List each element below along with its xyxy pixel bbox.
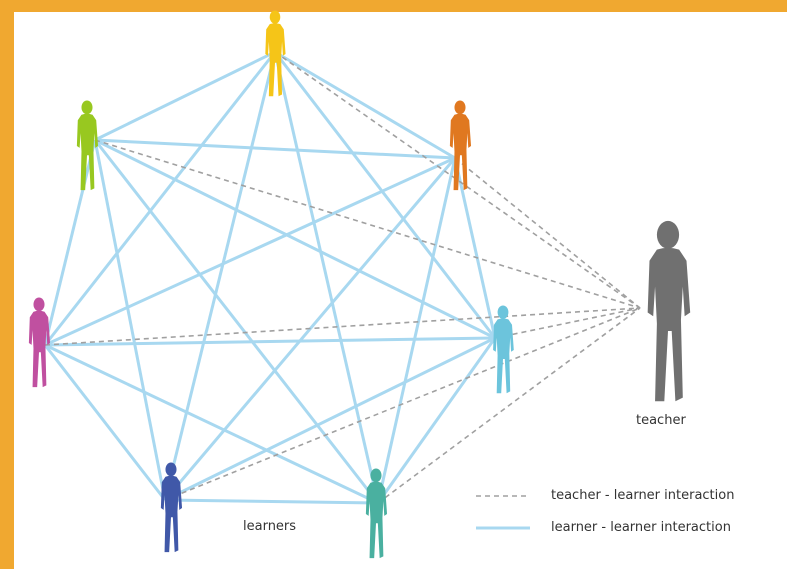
learner-cyan-figure xyxy=(493,305,514,394)
teacher-figure xyxy=(647,220,691,402)
learner-teal-figure xyxy=(365,468,388,559)
learners-label: learners xyxy=(243,519,297,534)
learner-learner-line xyxy=(453,157,497,339)
teacher-learner-line xyxy=(164,307,641,501)
learner-magenta-figure xyxy=(28,297,51,388)
orange-frame-top xyxy=(0,0,787,12)
orange-frame-left xyxy=(0,0,14,569)
learner-learner-line xyxy=(93,139,380,504)
teacher-label: teacher xyxy=(636,413,686,428)
learner-learner-line xyxy=(164,498,379,505)
learner-learner-line xyxy=(44,343,379,505)
teacher-learner-line xyxy=(94,139,641,309)
teacher-learner-line xyxy=(377,307,641,504)
teacher-learner-line xyxy=(274,51,641,309)
legend xyxy=(476,495,530,530)
learner-learner-line xyxy=(44,156,456,347)
learner-learner-line xyxy=(164,336,496,502)
learner-learner-line xyxy=(43,139,97,346)
learner-learner-line xyxy=(94,138,496,340)
learner-learner-line xyxy=(43,344,167,501)
legend-learner-learner-label: learner - learner interaction xyxy=(551,520,731,535)
teacher-learner-lines xyxy=(44,51,641,504)
learner-learner-line xyxy=(273,51,497,339)
learner-learner-line xyxy=(94,138,456,160)
teacher-learner-line xyxy=(454,157,641,309)
learner-learner-line xyxy=(163,51,277,501)
learner-learner-line xyxy=(44,336,496,347)
learner-green-figure xyxy=(76,100,99,191)
learner-yellow-figure xyxy=(265,10,286,97)
legend-teacher-learner-label: teacher - learner interaction xyxy=(551,488,735,503)
teacher-learner-line xyxy=(44,307,641,346)
learner-learner-lines xyxy=(43,50,497,505)
learner-learner-line xyxy=(274,50,456,160)
figures xyxy=(28,10,691,559)
learner-learner-line xyxy=(43,51,277,346)
learner-learner-line xyxy=(376,337,497,504)
learner-learner-line xyxy=(376,157,457,504)
learner-orange-figure xyxy=(449,100,472,191)
learner-learner-line xyxy=(94,50,276,142)
learner-learner-line xyxy=(93,139,167,501)
learner-blue-figure xyxy=(160,462,183,553)
learner-learner-line xyxy=(273,51,380,504)
teacher-learner-line xyxy=(494,307,641,339)
